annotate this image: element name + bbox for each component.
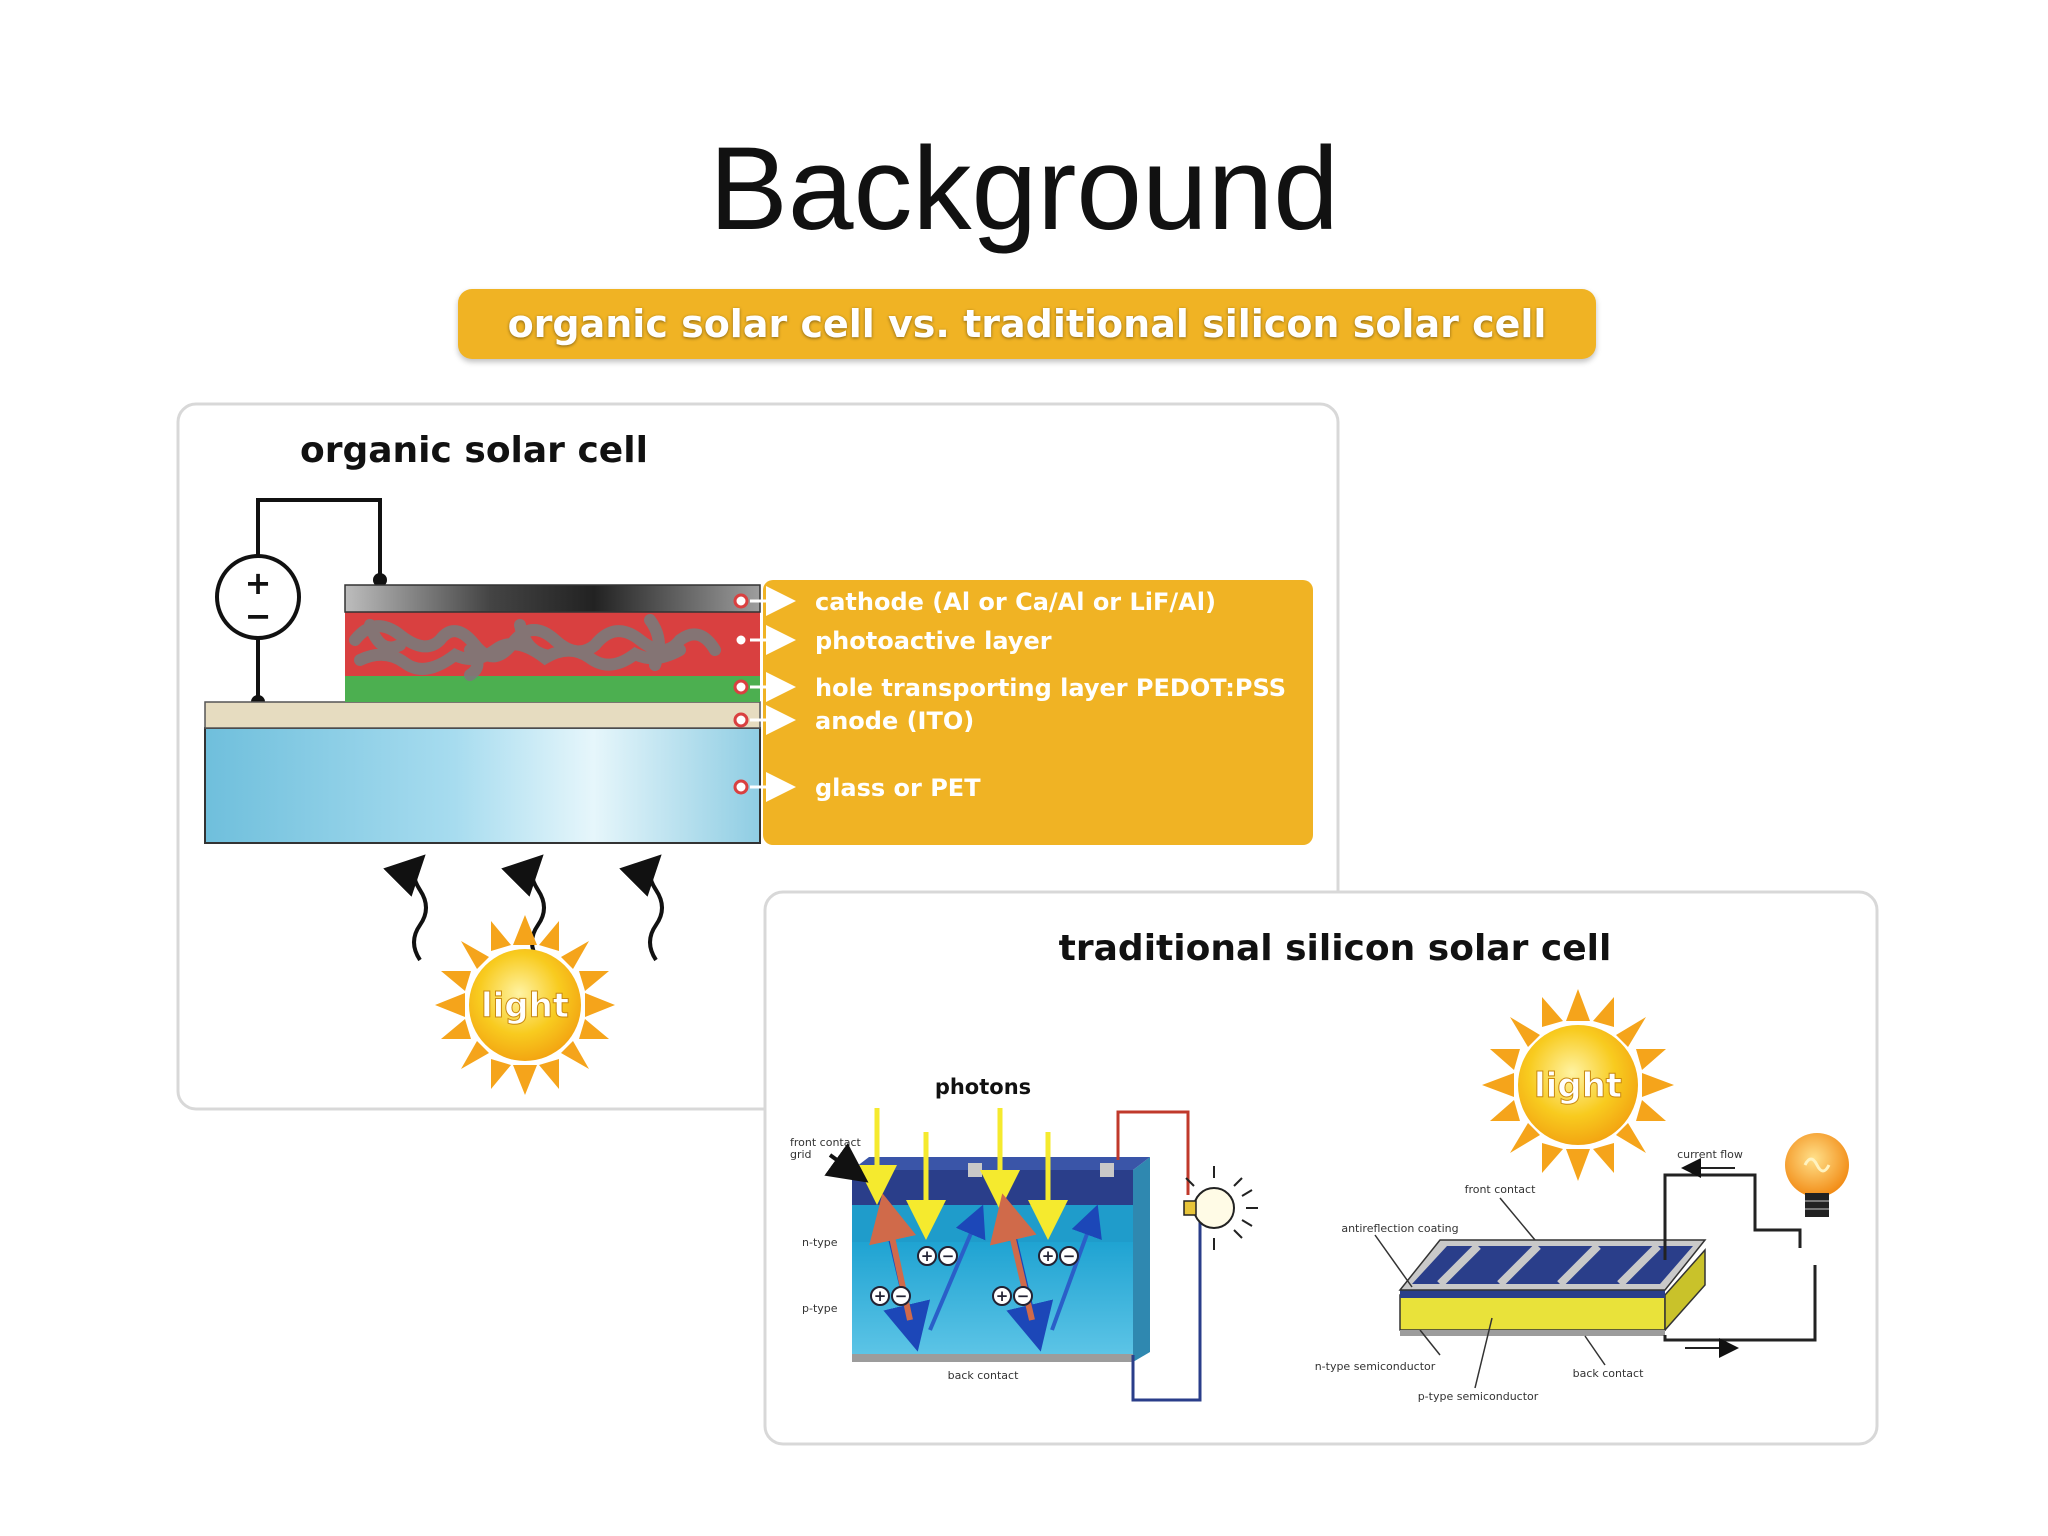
silicon-cell-side bbox=[1133, 1157, 1150, 1362]
back-contact-left-label: back contact bbox=[948, 1369, 1019, 1382]
layer-label-box bbox=[763, 580, 1313, 845]
right-cell-yellow-side bbox=[1664, 1248, 1706, 1332]
right-cell-leader-lines bbox=[1374, 1197, 1606, 1389]
front-contact-grid-pointer bbox=[824, 1143, 869, 1183]
hole-sign-1: + bbox=[921, 1247, 934, 1265]
layer-label-cathode: cathode (Al or Ca/Al or LiF/Al) bbox=[815, 588, 1216, 616]
right-cell-blue-edge bbox=[1400, 1290, 1665, 1298]
electron-sign-1: − bbox=[942, 1247, 955, 1265]
silicon-title: traditional silicon solar cell bbox=[1059, 928, 1612, 969]
charge-carriers bbox=[870, 1246, 1079, 1306]
layer-label-photoactive: photoactive layer bbox=[815, 627, 1052, 655]
glass-layer bbox=[204, 727, 761, 844]
p-type-label: p-type bbox=[802, 1302, 838, 1315]
anode-layer bbox=[204, 701, 761, 729]
source-plus: + bbox=[245, 564, 272, 602]
hole-sign-2: + bbox=[874, 1287, 887, 1305]
n-type-semiconductor-label: n-type semiconductor bbox=[1315, 1360, 1436, 1373]
silicon-sun-label: light bbox=[1534, 1066, 1622, 1106]
slide-title: Background bbox=[709, 123, 1339, 255]
right-cell-top-inner bbox=[1412, 1246, 1693, 1284]
left-circuit-wire-red bbox=[1116, 1110, 1190, 1195]
photoactive-morphology bbox=[349, 614, 721, 681]
cathode-layer bbox=[344, 584, 761, 613]
n-type-label: n-type bbox=[802, 1236, 838, 1249]
silicon-panel: traditional silicon solar cell photons bbox=[763, 890, 1879, 1446]
front-contact-grid-bar-2 bbox=[1100, 1163, 1114, 1177]
right-bulb-icon bbox=[1785, 1133, 1849, 1217]
photon-rays bbox=[857, 1108, 1068, 1240]
organic-sun-icon bbox=[435, 915, 615, 1095]
electron-sign-3: − bbox=[1063, 1247, 1076, 1265]
layer-label-hole-transport: hole transporting layer PEDOT:PSS bbox=[815, 674, 1286, 702]
hole-transport-layer bbox=[345, 676, 760, 702]
comparison-banner: organic solar cell vs. traditional silic… bbox=[458, 289, 1596, 359]
front-contact-grid-bar-1 bbox=[968, 1163, 982, 1177]
silicon-sun-icon bbox=[1482, 989, 1674, 1181]
voltage-source-icon bbox=[215, 554, 301, 640]
organic-sun-label: light bbox=[481, 986, 569, 1026]
hole-sign-4: + bbox=[996, 1287, 1009, 1305]
hole-sign-3: + bbox=[1042, 1247, 1055, 1265]
right-cell-back-contact bbox=[1400, 1330, 1665, 1336]
electron-sign-4: − bbox=[1017, 1287, 1030, 1305]
layer-label-anode: anode (ITO) bbox=[815, 707, 974, 735]
layer-label-markers bbox=[733, 586, 796, 802]
back-contact-right-label: back contact bbox=[1573, 1367, 1644, 1380]
right-cell-grid-lines bbox=[1437, 1243, 1661, 1287]
front-contact-grid-label-line2: grid bbox=[790, 1148, 812, 1161]
left-bulb-icon bbox=[1183, 1166, 1258, 1250]
silicon-top-coating bbox=[852, 1170, 1133, 1205]
layer-label-glass: glass or PET bbox=[815, 774, 981, 802]
current-flow-label: current flow bbox=[1677, 1148, 1743, 1161]
right-cell-yellow-front bbox=[1399, 1294, 1666, 1331]
electron-sign-2: − bbox=[895, 1287, 908, 1305]
antireflection-label: antireflection coating bbox=[1341, 1222, 1458, 1235]
source-minus: − bbox=[245, 597, 272, 635]
organic-title: organic solar cell bbox=[300, 430, 648, 471]
photons-label: photons bbox=[935, 1075, 1031, 1099]
right-circuit-wire bbox=[1663, 1173, 1817, 1342]
cathode-contact-dot bbox=[373, 573, 387, 587]
left-circuit-wire-blue bbox=[1131, 1222, 1202, 1402]
p-type-semiconductor-label: p-type semiconductor bbox=[1418, 1390, 1539, 1403]
front-contact-label: front contact bbox=[1465, 1183, 1537, 1196]
silicon-back-contact bbox=[852, 1354, 1133, 1362]
charge-signs: + − + − + − + − bbox=[874, 1247, 1076, 1305]
